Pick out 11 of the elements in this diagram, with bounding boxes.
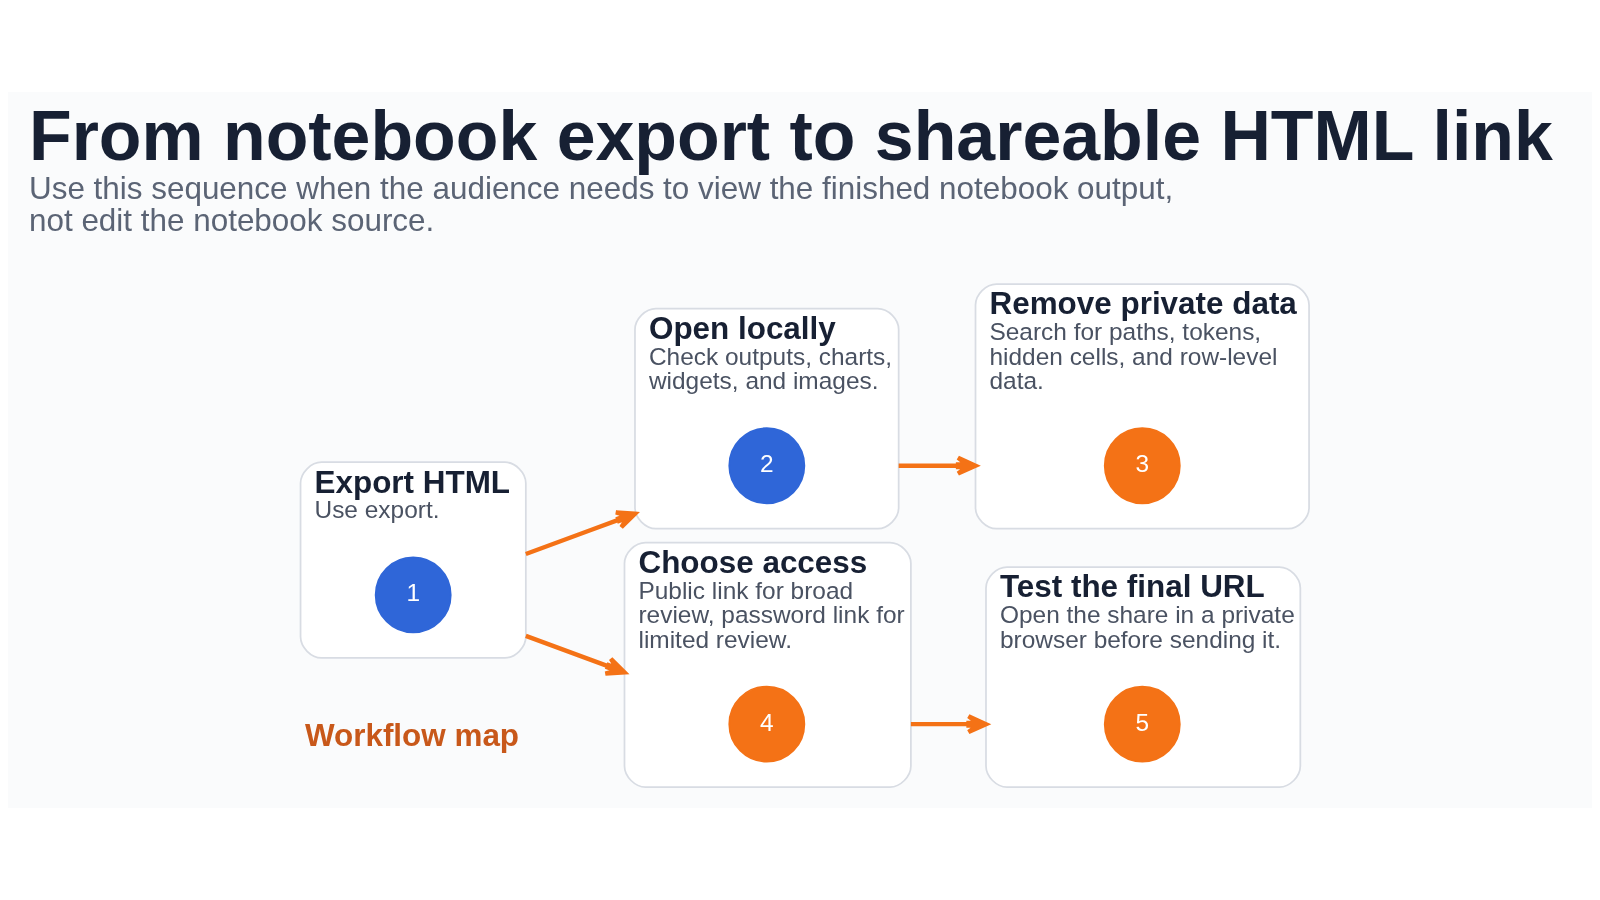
node-circle: 1: [374, 556, 452, 634]
arrow: [910, 714, 989, 735]
node-circle: 2: [728, 427, 806, 505]
arrow: [898, 455, 978, 476]
node-circle: 5: [1103, 685, 1181, 763]
node-circle: 4: [728, 685, 806, 763]
node-circle: 3: [1103, 427, 1181, 505]
label: Workflow map: [304, 717, 520, 753]
arrow: [525, 510, 638, 557]
diagram-title: From notebook export to shareable HTML link: [28, 97, 1553, 176]
arrow: [525, 633, 627, 676]
